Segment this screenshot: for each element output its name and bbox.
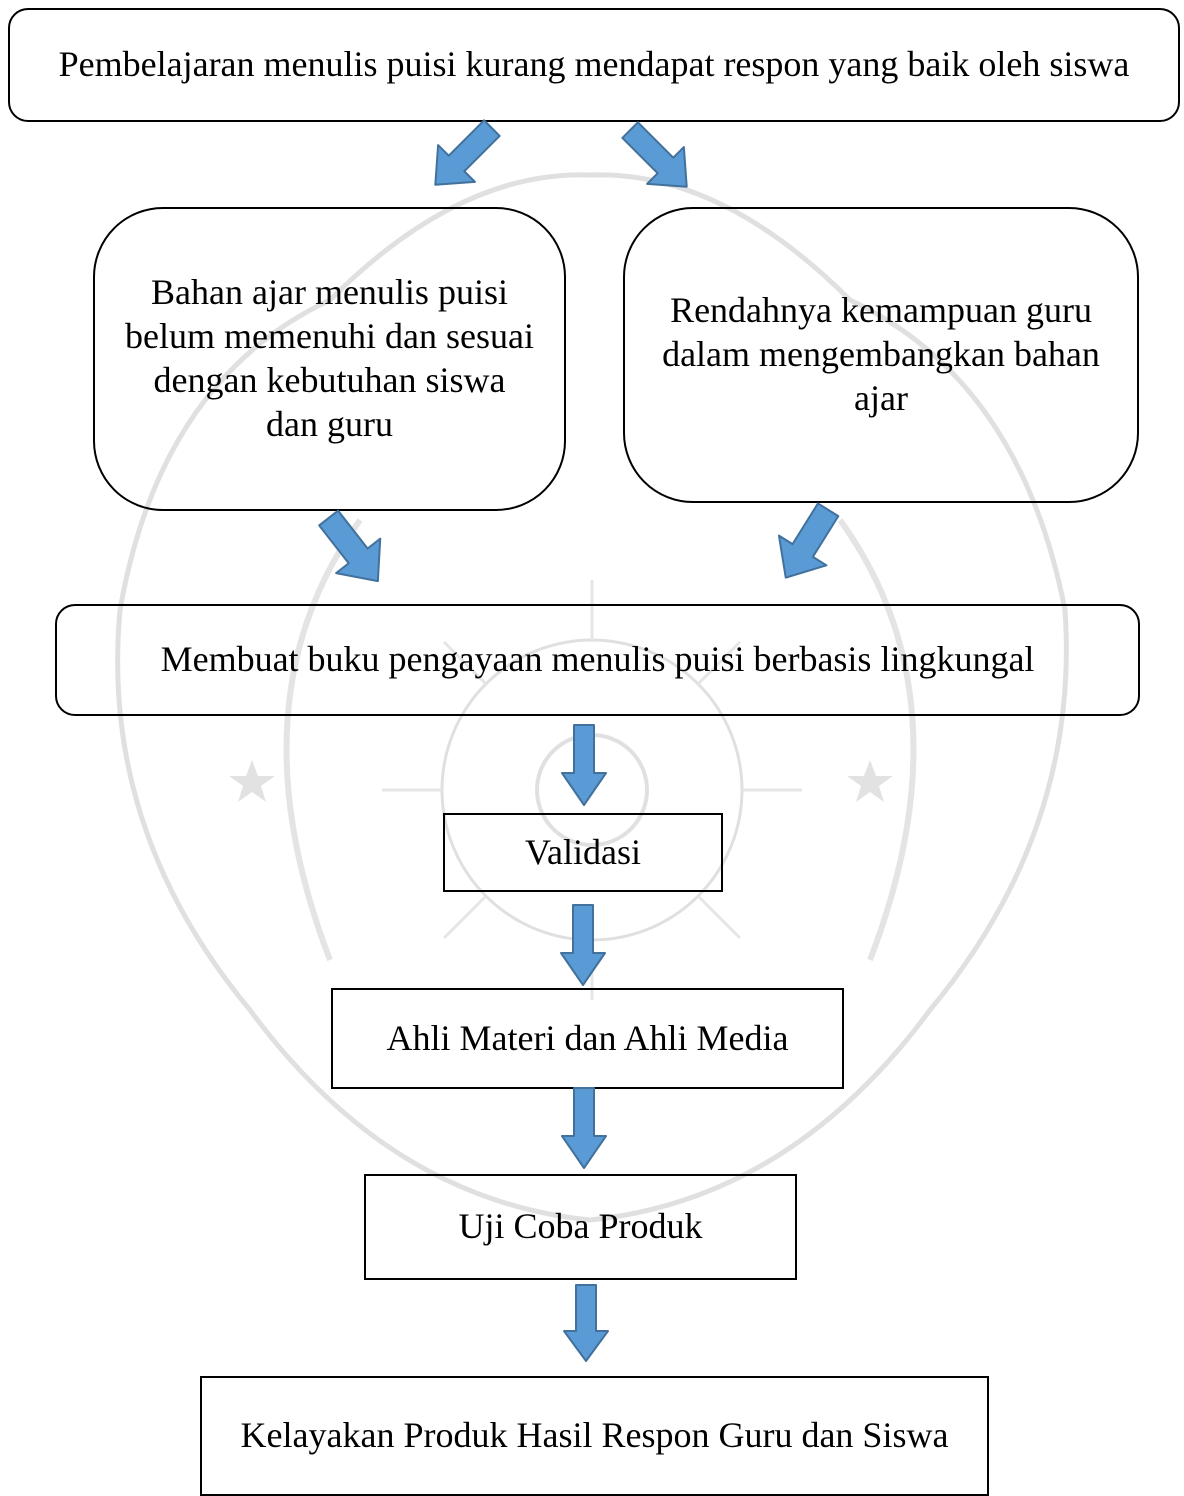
result-text: Kelayakan Produk Hasil Respon Guru dan S… [240, 1415, 949, 1456]
arrow-solution-to-validation [561, 724, 607, 806]
arrow-validation-to-experts [560, 904, 606, 986]
problem-box: Pembelajaran menulis puisi kurang mendap… [8, 8, 1180, 122]
arrow-cause-left-to-solution [318, 509, 382, 583]
arrow-trial-to-result [563, 1284, 609, 1362]
arrow-cause-right-to-solution [777, 502, 840, 579]
arrow-problem-to-cause-left [434, 119, 501, 186]
arrow-experts-to-trial [561, 1087, 607, 1169]
problem-text: Pembelajaran menulis puisi kurang mendap… [58, 44, 1130, 85]
arrow-problem-to-cause-right [621, 121, 688, 188]
